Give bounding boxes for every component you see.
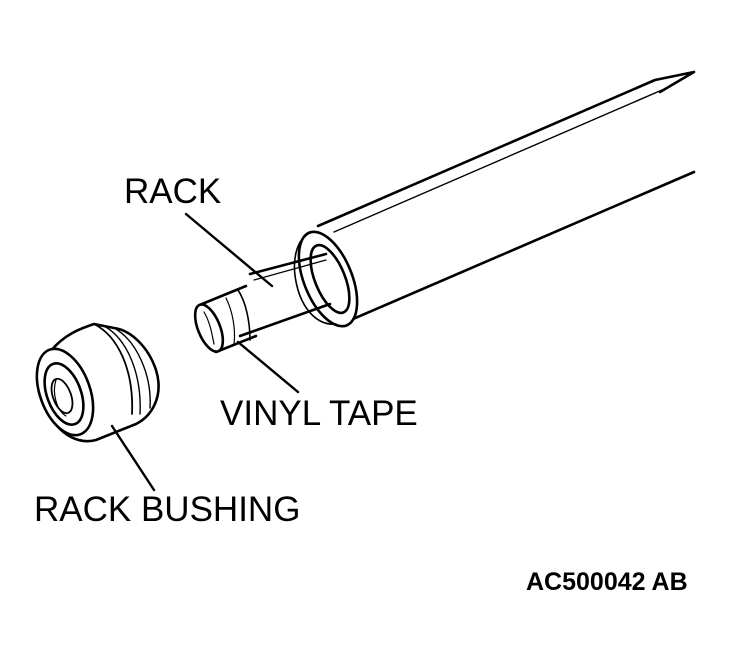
rack-bushing-label: RACK BUSHING [34,490,301,529]
vinyl-tape-label: VINYL TAPE [220,394,418,433]
steering-gear-housing [316,70,696,324]
rack-leader-line [184,212,274,288]
rack-label: RACK [124,172,222,211]
vinyl-tape-wrap [193,284,258,354]
rack-shaft [238,252,332,338]
figure-code: AC500042 AB [526,568,688,596]
vinyl-tape-leader-line [236,340,300,394]
rack-bushing-leader-line [110,424,156,492]
housing-end-collar [293,230,359,328]
rack-bushing [35,322,160,443]
